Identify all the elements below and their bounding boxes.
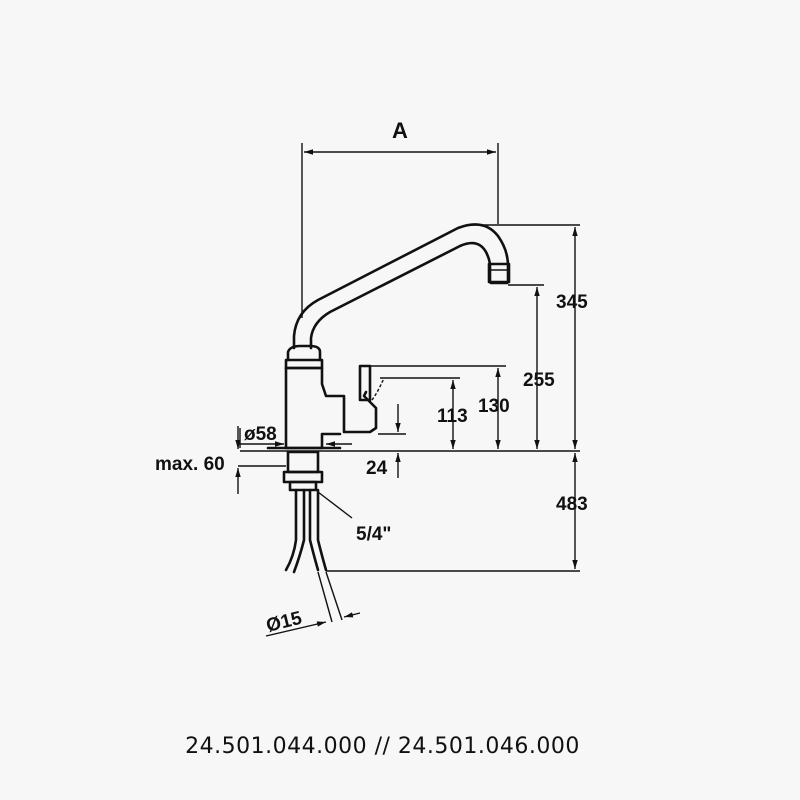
valve-body [284,366,378,434]
label-d15: Ø15 [264,608,304,637]
faucet-outline [240,223,580,574]
mounting-shank [286,450,320,474]
article-numbers: 24.501.044.000 // 24.501.046.000 [185,734,580,759]
supply-hoses [284,488,306,574]
dimension-labels: A 345 255 130 113 24 483 ø58 max. 60 5/4… [155,118,588,637]
spout-pipe-inner [309,241,492,350]
label-24: 24 [366,458,388,479]
label-255: 255 [523,370,555,391]
label-130: 130 [478,396,510,417]
label-483: 483 [556,494,588,515]
swivel-collar [286,344,322,362]
lever-handle [358,364,372,402]
lock-nut [282,470,324,484]
label-d58: ø58 [244,424,277,445]
label-thread: 5/4" [356,524,391,545]
label-345: 345 [556,292,588,313]
label-a: A [392,118,408,143]
label-max60: max. 60 [155,454,225,475]
dimension-lines [235,143,580,637]
label-113: 113 [437,406,468,427]
spout-nozzle [487,262,511,284]
